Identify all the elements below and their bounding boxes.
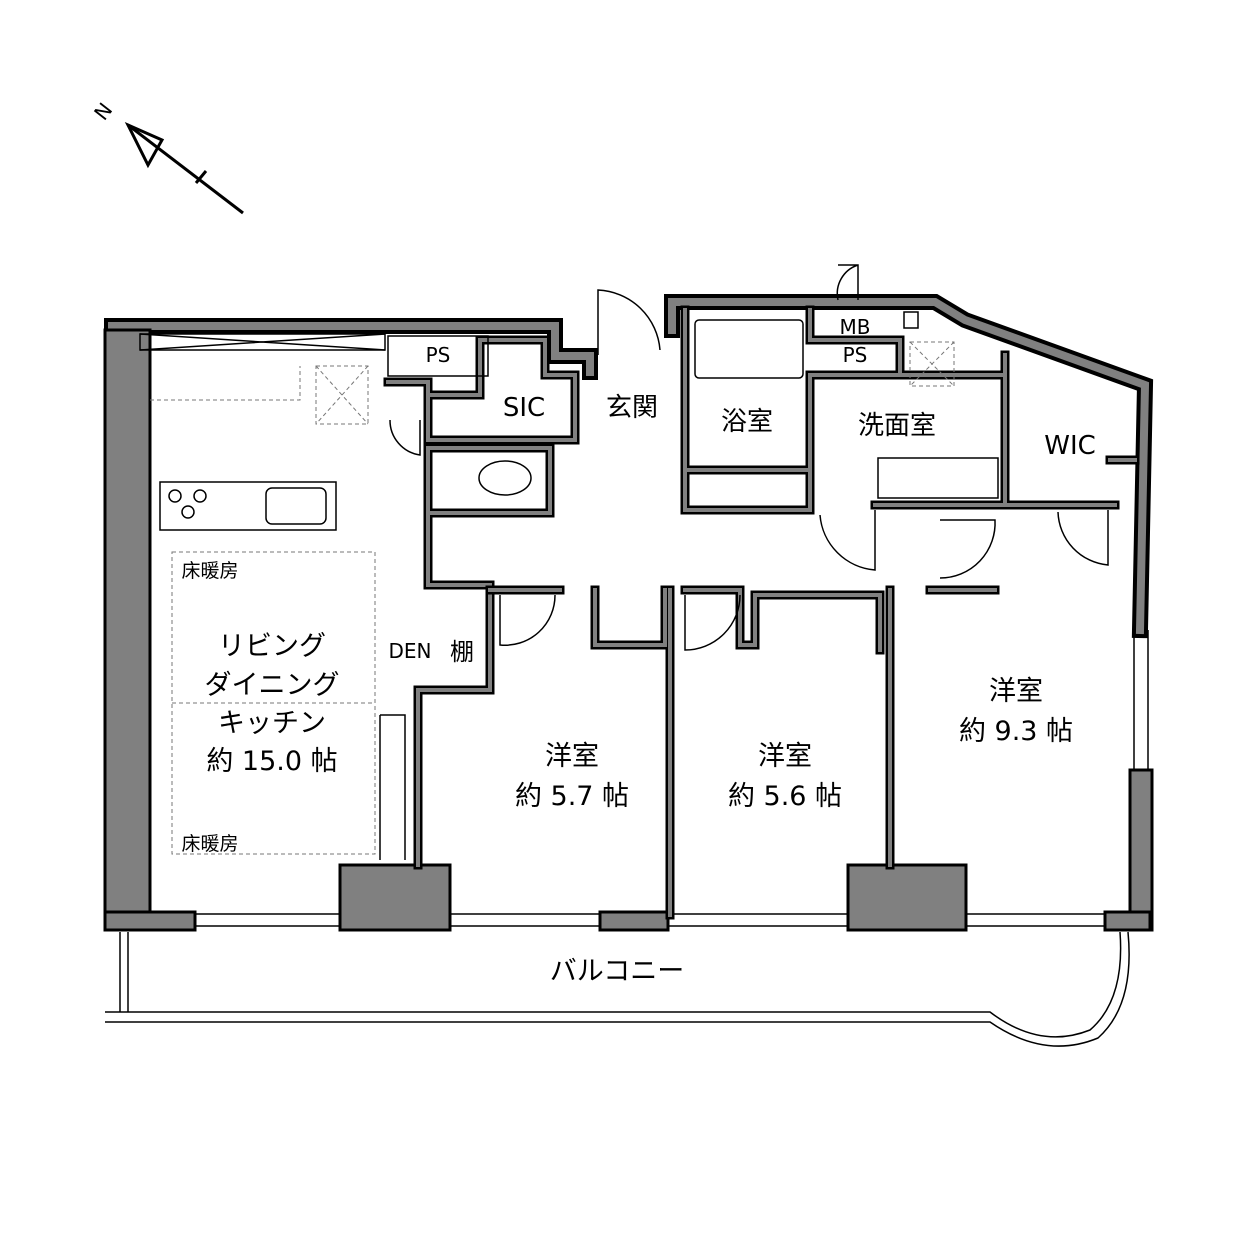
balcony xyxy=(105,931,1130,1047)
interior-walls xyxy=(383,305,1140,920)
mb-label: MB xyxy=(840,315,871,339)
genkan-label: 玄関 xyxy=(606,393,658,423)
bedroom2-size: 約 5.6 帖 xyxy=(728,781,842,812)
bedroom3-label: 洋室 xyxy=(989,676,1043,707)
sink-icon xyxy=(265,487,327,525)
bedroom2-door[interactable] xyxy=(684,594,741,651)
washroom-door[interactable] xyxy=(819,510,876,571)
floor-heating-label: 床暖房 xyxy=(181,833,238,855)
floor-heating-label: 床暖房 xyxy=(181,560,238,582)
bath-label: 浴室 xyxy=(721,407,773,437)
entrance-door[interactable] xyxy=(597,289,661,355)
wic-door[interactable] xyxy=(1057,510,1109,566)
ldk-size: 約 15.0 帖 xyxy=(206,746,337,777)
ldk-label-2: ダイニング xyxy=(205,670,340,701)
bedroom3-door[interactable] xyxy=(939,519,996,579)
bedroom1-door[interactable] xyxy=(499,594,556,646)
floor-heating-area xyxy=(171,551,376,855)
bedroom1-label: 洋室 xyxy=(545,741,599,772)
den-label: DEN xyxy=(389,639,432,663)
kitchen-counter xyxy=(159,481,337,531)
north-arrow-icon: N xyxy=(89,98,244,215)
vanity-icon xyxy=(877,457,999,499)
doors xyxy=(389,264,1109,651)
bedroom1-size: 約 5.7 帖 xyxy=(515,781,629,812)
ps2-label: PS xyxy=(843,343,868,367)
storage-door[interactable] xyxy=(389,419,421,456)
north-label: N xyxy=(89,98,117,125)
bedroom2-label: 洋室 xyxy=(758,741,812,772)
bedroom3-size: 約 9.3 帖 xyxy=(959,716,1073,747)
ldk-label-1: リビング xyxy=(218,631,326,662)
sic-label: SIC xyxy=(503,393,545,423)
ldk-label-3: キッチン xyxy=(218,708,326,739)
wic-label: WIC xyxy=(1044,431,1096,461)
fixtures xyxy=(139,319,999,860)
ps-label: PS xyxy=(426,343,451,367)
room-labels: PS SIC 玄関 浴室 MB PS 洗面室 WIC 床暖房 床暖房 リビング … xyxy=(181,315,1095,987)
washroom-label: 洗面室 xyxy=(858,411,936,441)
toilet-icon xyxy=(478,460,532,496)
balcony-label: バルコニー xyxy=(550,956,684,987)
bathtub-icon xyxy=(694,319,804,379)
exterior-walls xyxy=(103,294,1154,932)
storage-shelf xyxy=(139,333,386,351)
mb-door[interactable] xyxy=(836,264,859,301)
shelf-label: 棚 xyxy=(450,638,474,666)
ps-box xyxy=(387,335,489,377)
